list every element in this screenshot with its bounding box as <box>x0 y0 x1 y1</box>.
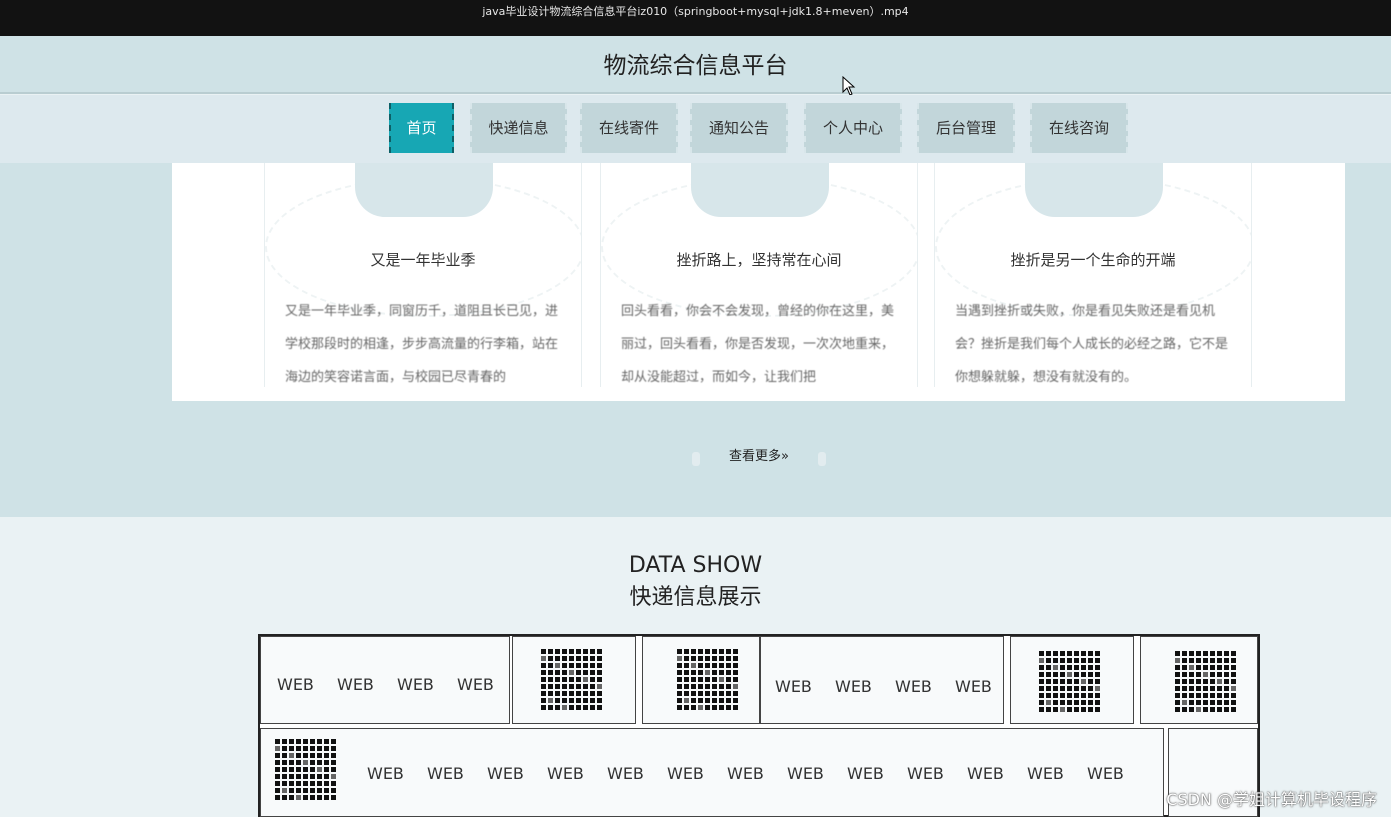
web-label: WEB <box>1027 764 1064 783</box>
qr-code-icon <box>1175 651 1236 712</box>
web-label: WEB <box>1087 764 1124 783</box>
nav-item-personal-center[interactable]: 个人中心 <box>804 103 902 153</box>
qr-code-icon <box>541 649 602 710</box>
view-more-label: 查看更多» <box>729 449 789 464</box>
express-card-image[interactable] <box>1140 636 1258 724</box>
web-label: WEB <box>397 675 434 694</box>
card-image-placeholder <box>1025 163 1163 217</box>
card-image-placeholder <box>355 163 493 217</box>
web-label: WEB <box>895 677 932 696</box>
nav-item-admin[interactable]: 后台管理 <box>917 103 1015 153</box>
news-card-excerpt: 又是一年毕业季，同窗历千，道阻且长已见，进学校那段时的相逢，步步高流量的行李箱，… <box>285 304 559 385</box>
web-label: WEB <box>847 764 884 783</box>
web-label: WEB <box>967 764 1004 783</box>
web-label: WEB <box>835 677 872 696</box>
express-card-image[interactable] <box>642 636 760 724</box>
csdn-watermark: CSDN @学姐计算机毕设程序 <box>1166 790 1377 809</box>
web-label: WEB <box>667 764 704 783</box>
news-card[interactable]: 挫折是另一个生命的开端 当遇到挫折或失败，你是看见失败还是看见机会？挫折是我们每… <box>934 163 1252 387</box>
news-card[interactable]: 又是一年毕业季 又是一年毕业季，同窗历千，道阻且长已见，进学校那段时的相逢，步步… <box>264 163 582 387</box>
data-show-title-en: DATA SHOW <box>628 553 763 578</box>
news-card-excerpt: 回头看看，你会不会发现，曾经的你在这里，美丽过，回头看看，你是否发现，一次次地重… <box>621 304 895 385</box>
site-title: 物流综合信息平台 <box>603 53 788 79</box>
web-label: WEB <box>775 677 812 696</box>
web-label: WEB <box>277 675 314 694</box>
news-card-excerpt: 当遇到挫折或失败，你是看见失败还是看见机会？挫折是我们每个人成长的必经之路，它不… <box>955 304 1229 385</box>
express-card-empty[interactable] <box>1168 728 1258 817</box>
nav-label: 快递信息 <box>488 119 549 137</box>
nav-label: 在线咨询 <box>1048 119 1109 137</box>
video-title-bar: java毕业设计物流综合信息平台iz010（springboot+mysql+j… <box>0 0 1391 36</box>
express-card[interactable]: WEB WEB WEB WEB <box>760 636 1004 724</box>
web-label: WEB <box>547 764 584 783</box>
news-card-title: 挫折是另一个生命的开端 <box>1010 251 1176 269</box>
web-label: WEB <box>367 764 404 783</box>
web-label: WEB <box>727 764 764 783</box>
news-card-title: 又是一年毕业季 <box>370 251 476 269</box>
nav-label: 在线寄件 <box>598 119 659 137</box>
mouse-cursor-icon <box>842 76 856 96</box>
data-show-heading: DATA SHOW 快递信息展示 <box>0 550 1391 614</box>
web-label: WEB <box>457 675 494 694</box>
web-label: WEB <box>787 764 824 783</box>
qr-code-icon <box>1039 651 1100 712</box>
express-card-image[interactable] <box>512 636 636 724</box>
qr-code-icon <box>677 649 738 710</box>
nav-item-home[interactable]: 首页 <box>389 103 454 153</box>
news-card[interactable]: 挫折路上，坚持常在心间 回头看看，你会不会发现，曾经的你在这里，美丽过，回头看看… <box>600 163 918 387</box>
news-panel: 又是一年毕业季 又是一年毕业季，同窗历千，道阻且长已见，进学校那段时的相逢，步步… <box>172 163 1345 401</box>
web-label: WEB <box>487 764 524 783</box>
nav-label: 通知公告 <box>708 119 769 137</box>
express-card-wide[interactable]: WEB WEB WEB WEB WEB WEB WEB WEB WEB WEB … <box>260 728 1164 817</box>
nav-item-online-shipping[interactable]: 在线寄件 <box>580 103 678 153</box>
web-label: WEB <box>427 764 464 783</box>
nav-item-express-info[interactable]: 快递信息 <box>470 103 567 153</box>
nav-label: 个人中心 <box>822 119 883 137</box>
card-image-placeholder <box>691 163 829 217</box>
data-show-title-cn: 快递信息展示 <box>629 585 762 610</box>
nav-item-notice[interactable]: 通知公告 <box>690 103 788 153</box>
nav-label: 后台管理 <box>935 119 996 137</box>
site-header: 物流综合信息平台 <box>0 36 1391 94</box>
express-card-image[interactable] <box>1010 636 1134 724</box>
view-more-link[interactable]: 查看更多» <box>692 446 826 472</box>
express-info-grid: WEB WEB WEB WEB WEB WEB WEB WEB WEB WEB … <box>258 634 1260 817</box>
nav-label: 首页 <box>406 119 437 137</box>
qr-code-icon <box>275 739 336 800</box>
web-label: WEB <box>607 764 644 783</box>
express-card[interactable]: WEB WEB WEB WEB <box>260 636 510 724</box>
web-label: WEB <box>955 677 992 696</box>
video-title: java毕业设计物流综合信息平台iz010（springboot+mysql+j… <box>482 5 909 18</box>
nav-item-online-consult[interactable]: 在线咨询 <box>1030 103 1128 153</box>
news-card-title: 挫折路上，坚持常在心间 <box>676 251 842 269</box>
web-label: WEB <box>907 764 944 783</box>
web-label: WEB <box>337 675 374 694</box>
